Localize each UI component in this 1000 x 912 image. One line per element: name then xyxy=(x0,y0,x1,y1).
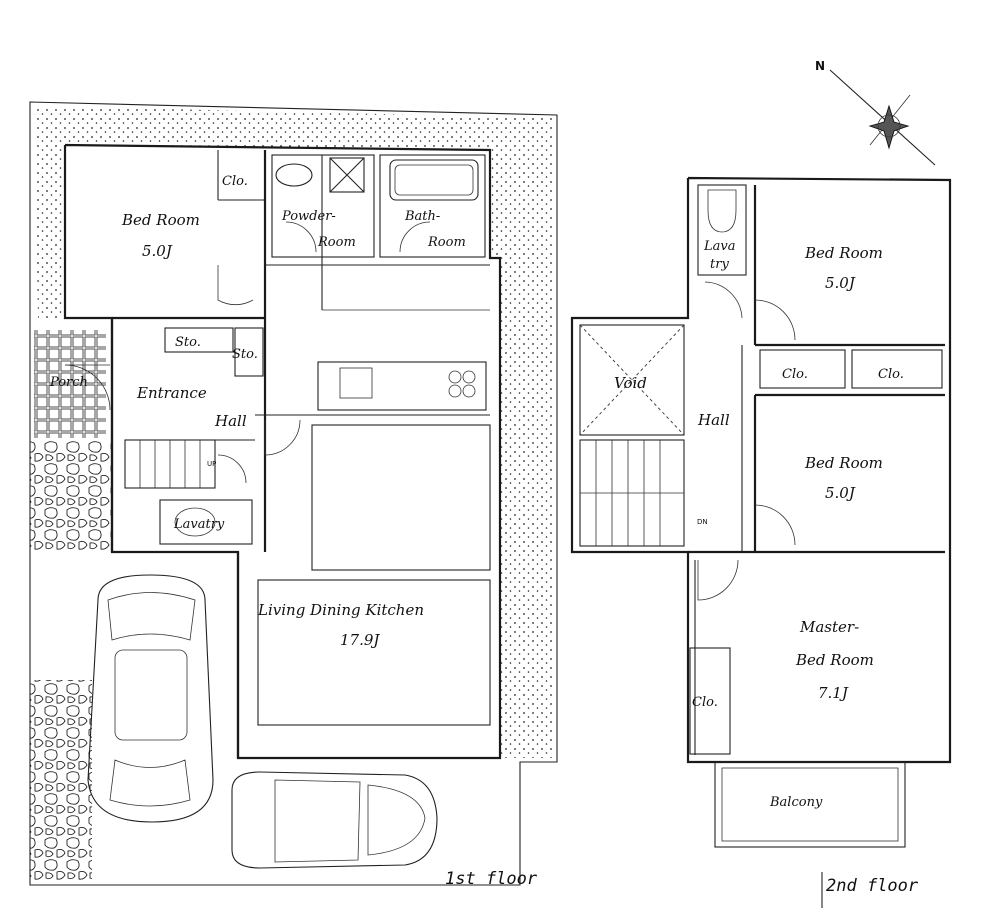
room-label-bath-1: Bath- xyxy=(404,209,440,224)
room-label-storage-1: Sto. xyxy=(175,335,201,350)
compass-north: N xyxy=(815,59,825,73)
room-size-ldk: 17.9J xyxy=(340,631,380,649)
balcony-area xyxy=(714,761,906,848)
room-label-hall: Hall xyxy=(214,412,247,430)
stair-up-mark: UP xyxy=(207,460,216,468)
second-floor: N Lava try Bed Room 5.0J Clo. Clo. Void … xyxy=(570,59,952,908)
room-label-bedroom-a: Bed Room xyxy=(804,244,883,262)
room-label-lavatory-2f-1: Lava xyxy=(703,239,735,254)
floor-label-1st: 1st floor xyxy=(445,869,538,889)
room-label-bath-2: Room xyxy=(427,235,466,250)
car-2-icon xyxy=(231,771,438,869)
room-label-balcony: Balcony xyxy=(769,795,823,810)
room-label-closet-c: Clo. xyxy=(692,695,718,710)
room-label-bedroom-b: Bed Room xyxy=(804,454,883,472)
room-size-bedroom-a: 5.0J xyxy=(825,274,856,292)
room-label-hall-2f: Hall xyxy=(697,411,730,429)
room-label-master-2: Bed Room xyxy=(795,651,874,669)
room-size-master: 7.1J xyxy=(818,684,849,702)
room-label-closet: Clo. xyxy=(222,174,248,189)
first-floor: Bed Room 5.0J Clo. Powder- Room Bath- Ro… xyxy=(29,101,558,889)
stone-paving-lower xyxy=(30,680,92,880)
room-label-storage-2: Sto. xyxy=(232,347,258,362)
room-label-closet-a: Clo. xyxy=(782,367,808,382)
room-label-closet-b: Clo. xyxy=(878,367,904,382)
room-label-lavatory-2f-2: try xyxy=(710,257,729,272)
room-label-powder-1: Powder- xyxy=(281,209,336,224)
stone-paving xyxy=(30,440,112,550)
room-label-ldk: Living Dining Kitchen xyxy=(257,601,424,619)
site-boundary xyxy=(29,101,558,886)
room-label-void: Void xyxy=(614,374,647,392)
room-size-bedroom: 5.0J xyxy=(142,242,173,260)
room-label-lavatory: Lavatry xyxy=(173,517,225,532)
compass-icon: N xyxy=(815,59,936,166)
void-area xyxy=(579,324,685,436)
floor-label-2nd: 2nd floor xyxy=(826,876,919,896)
car-1-icon xyxy=(87,574,214,823)
room-size-bedroom-b: 5.0J xyxy=(825,484,856,502)
room-label-porch: Porch xyxy=(49,375,88,390)
house-outline-2f xyxy=(570,176,952,764)
porch-tiles xyxy=(34,330,106,438)
room-label-master-1: Master- xyxy=(799,618,859,636)
room-label-bedroom: Bed Room xyxy=(121,211,200,229)
stair-down-mark: DN xyxy=(697,518,708,526)
room-label-entrance: Entrance xyxy=(136,384,207,402)
room-label-powder-2: Room xyxy=(317,235,356,250)
